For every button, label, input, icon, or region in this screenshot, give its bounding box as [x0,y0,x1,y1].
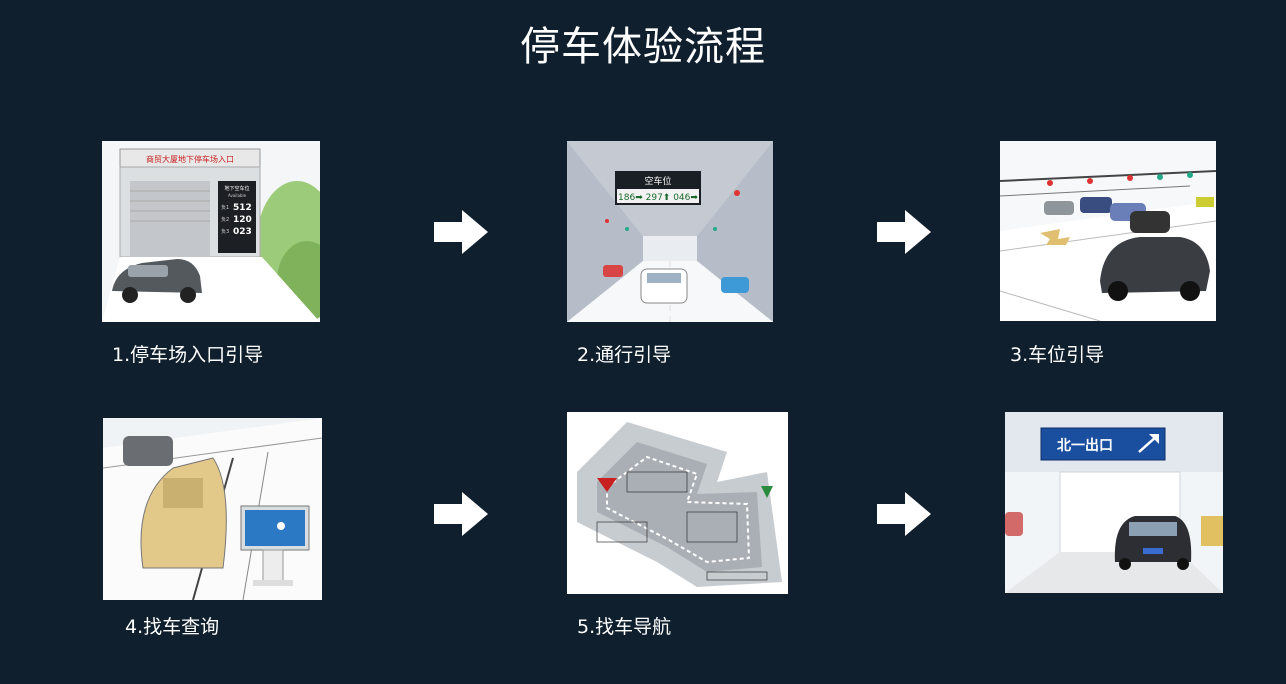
step-3-caption: 3.车位引导 [1010,344,1105,366]
step-1-caption: 1.停车场入口引导 [112,344,264,366]
display-row-3-label: 负3 [221,228,229,235]
display-row-1-label: 负1 [221,204,229,211]
entrance-signboard-text: 商贸大厦地下停车场入口 [146,154,234,164]
page-title: 停车体验流程 [520,24,766,70]
display-row-2-value: 120 [233,215,252,225]
step-2-image: 空车位 186➡ 297⬆ 046➡ [567,141,773,322]
display-row-1-value: 512 [233,203,252,213]
step-5-image [567,412,788,594]
arrow-right-icon [434,492,488,536]
corridor-sign-values: 186➡ 297⬆ 046➡ [618,193,698,203]
step-4-caption: 4.找车查询 [125,616,220,638]
exit-sign-text: 北一出口 [1057,437,1113,454]
step-5-caption: 5.找车导航 [577,616,672,638]
corridor-sign-title: 空车位 [644,175,671,187]
step-3-image [1000,141,1216,321]
step-4-image [103,418,322,600]
display-title: 地下空车位 [224,185,249,192]
step-6-image: 北一出口 [1005,412,1223,593]
arrow-right-icon [877,210,931,254]
step-2-caption: 2.通行引导 [577,344,672,366]
arrow-right-icon [434,210,488,254]
step-1-image: 商贸大厦地下停车场入口 地下空车位 Available 负1 512 负2 12… [102,141,320,322]
display-subtitle: Available [228,193,247,198]
arrow-right-icon [877,492,931,536]
display-row-3-value: 023 [233,227,252,237]
display-row-2-label: 负2 [221,216,229,223]
